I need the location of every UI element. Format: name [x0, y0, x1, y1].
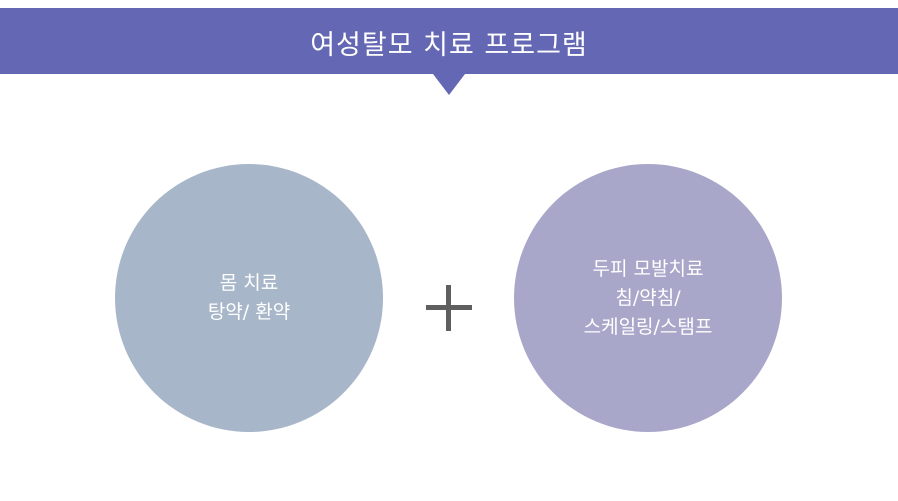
- plus-vertical-bar: [446, 285, 451, 331]
- scalp-treatment-detail-2: 스케일링/스탬프: [583, 315, 713, 338]
- body-treatment-detail: 탕약/ 환약: [207, 301, 291, 323]
- page-title: 여성탈모 치료 프로그램: [310, 29, 588, 61]
- header-banner: 여성탈모 치료 프로그램: [0, 8, 898, 74]
- scalp-treatment-circle: 두피 모발치료 침/약침/ 스케일링/스탬프: [514, 164, 782, 432]
- scalp-treatment-detail-1: 침/약침/: [615, 286, 681, 309]
- body-treatment-title: 몸 치료: [219, 272, 279, 294]
- header-pointer-arrow: [433, 74, 465, 95]
- scalp-treatment-title: 두피 모발치료: [592, 257, 704, 280]
- plus-icon: [426, 285, 472, 331]
- body-treatment-circle: 몸 치료 탕약/ 환약: [115, 164, 383, 432]
